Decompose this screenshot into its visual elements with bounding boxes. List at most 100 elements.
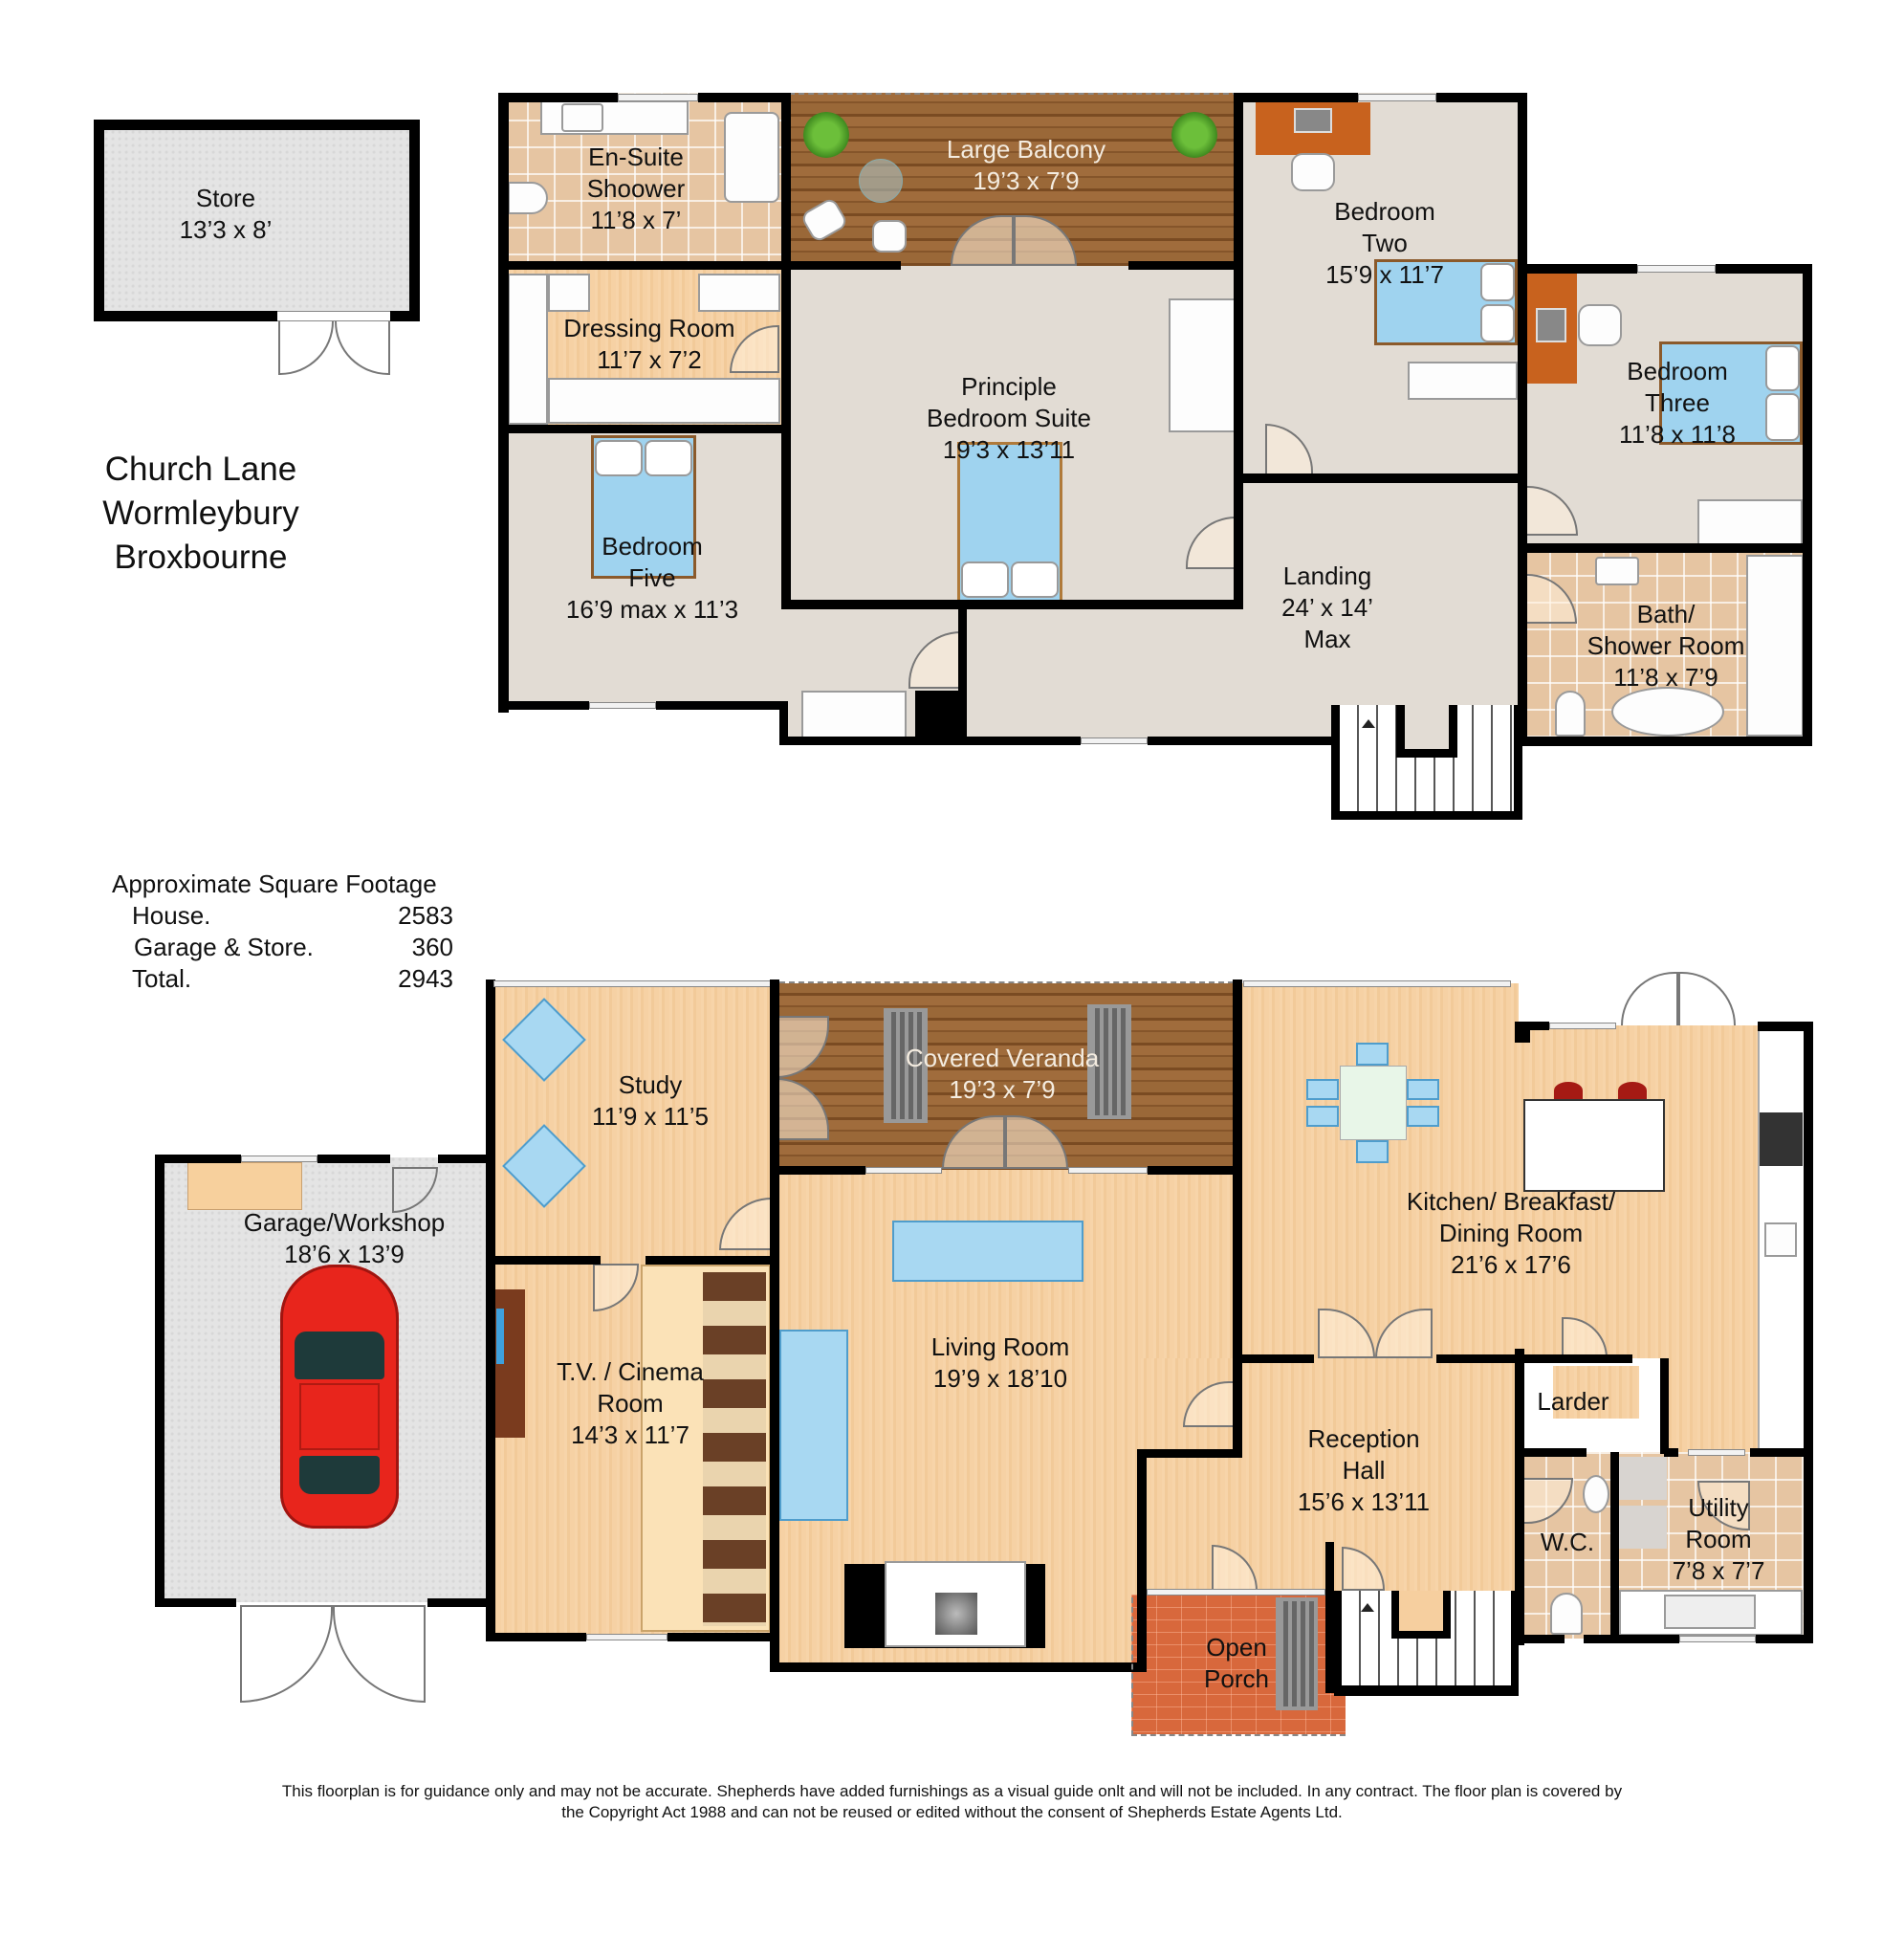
ground-stair-well [1391,1591,1451,1639]
kitchen-garden-door-icon [1621,972,1678,1025]
garage-name: Garage/Workshop [243,1208,446,1237]
stair-arrow-up-icon [1361,1603,1374,1612]
wc-toilet-icon [1550,1593,1583,1635]
tv-room-label: T.V. / Cinema Room 14’3 x 11’7 [557,1356,704,1451]
gf-wall [155,1155,241,1163]
balcony-table-icon [859,159,903,203]
kitchen-label: Kitchen/ Breakfast/ Dining Room 21’6 x 1… [1407,1186,1615,1281]
room-study [491,983,775,1260]
wc-basin-icon [1583,1475,1609,1513]
room-store [94,120,420,321]
gf-wall [1756,1635,1813,1643]
address-line-1: Church Lane [104,451,297,488]
ff-wall [1518,264,1637,274]
gf-window [1549,1023,1616,1029]
tv-room-name-2: Room [597,1389,664,1418]
dressing-size: 11’7 x 7’2 [597,345,702,374]
sqft-house-label: House. [132,901,211,930]
reception-name-2: Hall [1342,1456,1386,1485]
gf-wall [1804,1022,1813,1643]
dressing-wardrobe-top-right [698,274,780,312]
bedroom-five-chimney [915,691,963,743]
en-suite-label: En-Suite Shoower 11’8 x 7’ [587,142,686,236]
room-landing-upper [1238,478,1522,612]
bedroom-five-name-2: Five [628,563,676,592]
ff-wall [1436,93,1527,102]
bedroom-two-label: Bedroom Two 15’9 x 11’7 [1325,196,1444,291]
wc-name: W.C. [1540,1528,1595,1556]
store-size: 13’3 x 8’ [179,215,273,244]
reception-label: Reception Hall 15’6 x 13’11 [1298,1423,1430,1518]
gf-wall [438,1155,491,1163]
gf-window [241,1156,317,1162]
utility-name-1: Utility [1688,1493,1749,1522]
gf-wall [770,980,779,1670]
gf-wall [317,1155,390,1163]
bath-basin-icon [1595,557,1639,585]
en-suite-name-2: Shoower [586,174,686,203]
ff-wall [1518,737,1812,746]
tv-room-size: 14’3 x 11’7 [571,1420,689,1449]
principle-pillow-icon [961,561,1009,598]
gf-window [1688,1449,1745,1456]
gf-wall [667,1633,775,1641]
landing-note: Max [1303,625,1351,653]
ff-window [589,702,656,709]
gf-wall [1148,1166,1238,1175]
ff-wall [498,93,509,713]
gf-wall [1325,1542,1334,1685]
landing-size: 24’ x 14’ [1281,593,1373,622]
study-label: Study 11’9 x 11’5 [592,1069,709,1133]
veranda-railing [779,981,1234,986]
kitchen-sink-icon [1764,1222,1797,1257]
ff-wall [1518,543,1812,553]
gf-wall [646,1256,775,1265]
study-size: 11’9 x 11’5 [592,1102,709,1131]
porch-bench-icon [1276,1597,1318,1710]
bath-label: Bath/ Shower Room 11’8 x 7’9 [1587,599,1745,693]
ff-wall [1234,93,1243,609]
en-suite-toilet-icon [508,182,548,214]
ff-window [618,94,698,101]
utility-name-2: Room [1685,1525,1752,1553]
gf-wall [486,1633,586,1641]
ff-wall [781,600,1243,609]
address-line-3: Broxbourne [114,539,288,576]
laptop-icon [1536,308,1566,342]
larder-label: Larder [1537,1386,1609,1418]
veranda-bench-icon [884,1008,928,1123]
utility-sink-icon [1664,1595,1756,1629]
gf-wall [427,1598,494,1607]
porch-label: Open Porch [1204,1632,1269,1695]
en-suite-size: 11’8 x 7’ [590,206,682,234]
ff-wall [779,737,1081,745]
veranda-name: Covered Veranda [905,1044,1100,1072]
living-size: 19’9 x 18’10 [932,1364,1068,1393]
veranda-bench-icon [1087,1004,1131,1119]
gf-window [1679,1636,1756,1642]
porch-outline [1131,1597,1346,1736]
car-windscreen [295,1332,384,1379]
landing-label: Landing 24’ x 14’ Max [1281,561,1373,655]
bath-shower-tray [1746,555,1804,737]
fireplace-grate [935,1593,977,1635]
kitchen-name-1: Kitchen/ Breakfast/ [1406,1187,1616,1216]
landing-name: Landing [1282,561,1372,590]
balcony-label: Large Balcony 19’3 x 7’9 [947,134,1105,197]
porch-name-1: Open [1206,1633,1267,1662]
bath-toilet-icon [1555,691,1586,737]
store-door-gap [277,311,390,321]
larder-name: Larder [1537,1387,1609,1416]
bath-name-1: Bath/ [1636,600,1696,628]
veranda-size: 19’3 x 7’9 [949,1075,1056,1104]
gf-wall [155,1155,164,1607]
balcony-plant-right-icon [1171,112,1217,158]
garage-door-right-icon [333,1605,426,1703]
sqft-garage-label: Garage & Store. [134,933,314,961]
living-sofa-icon [892,1221,1083,1282]
laptop-icon [1294,108,1332,133]
gf-wall [1515,1448,1587,1457]
ff-window [1358,94,1436,101]
gf-wall [1664,1448,1678,1457]
gf-wall [1515,1022,1549,1030]
